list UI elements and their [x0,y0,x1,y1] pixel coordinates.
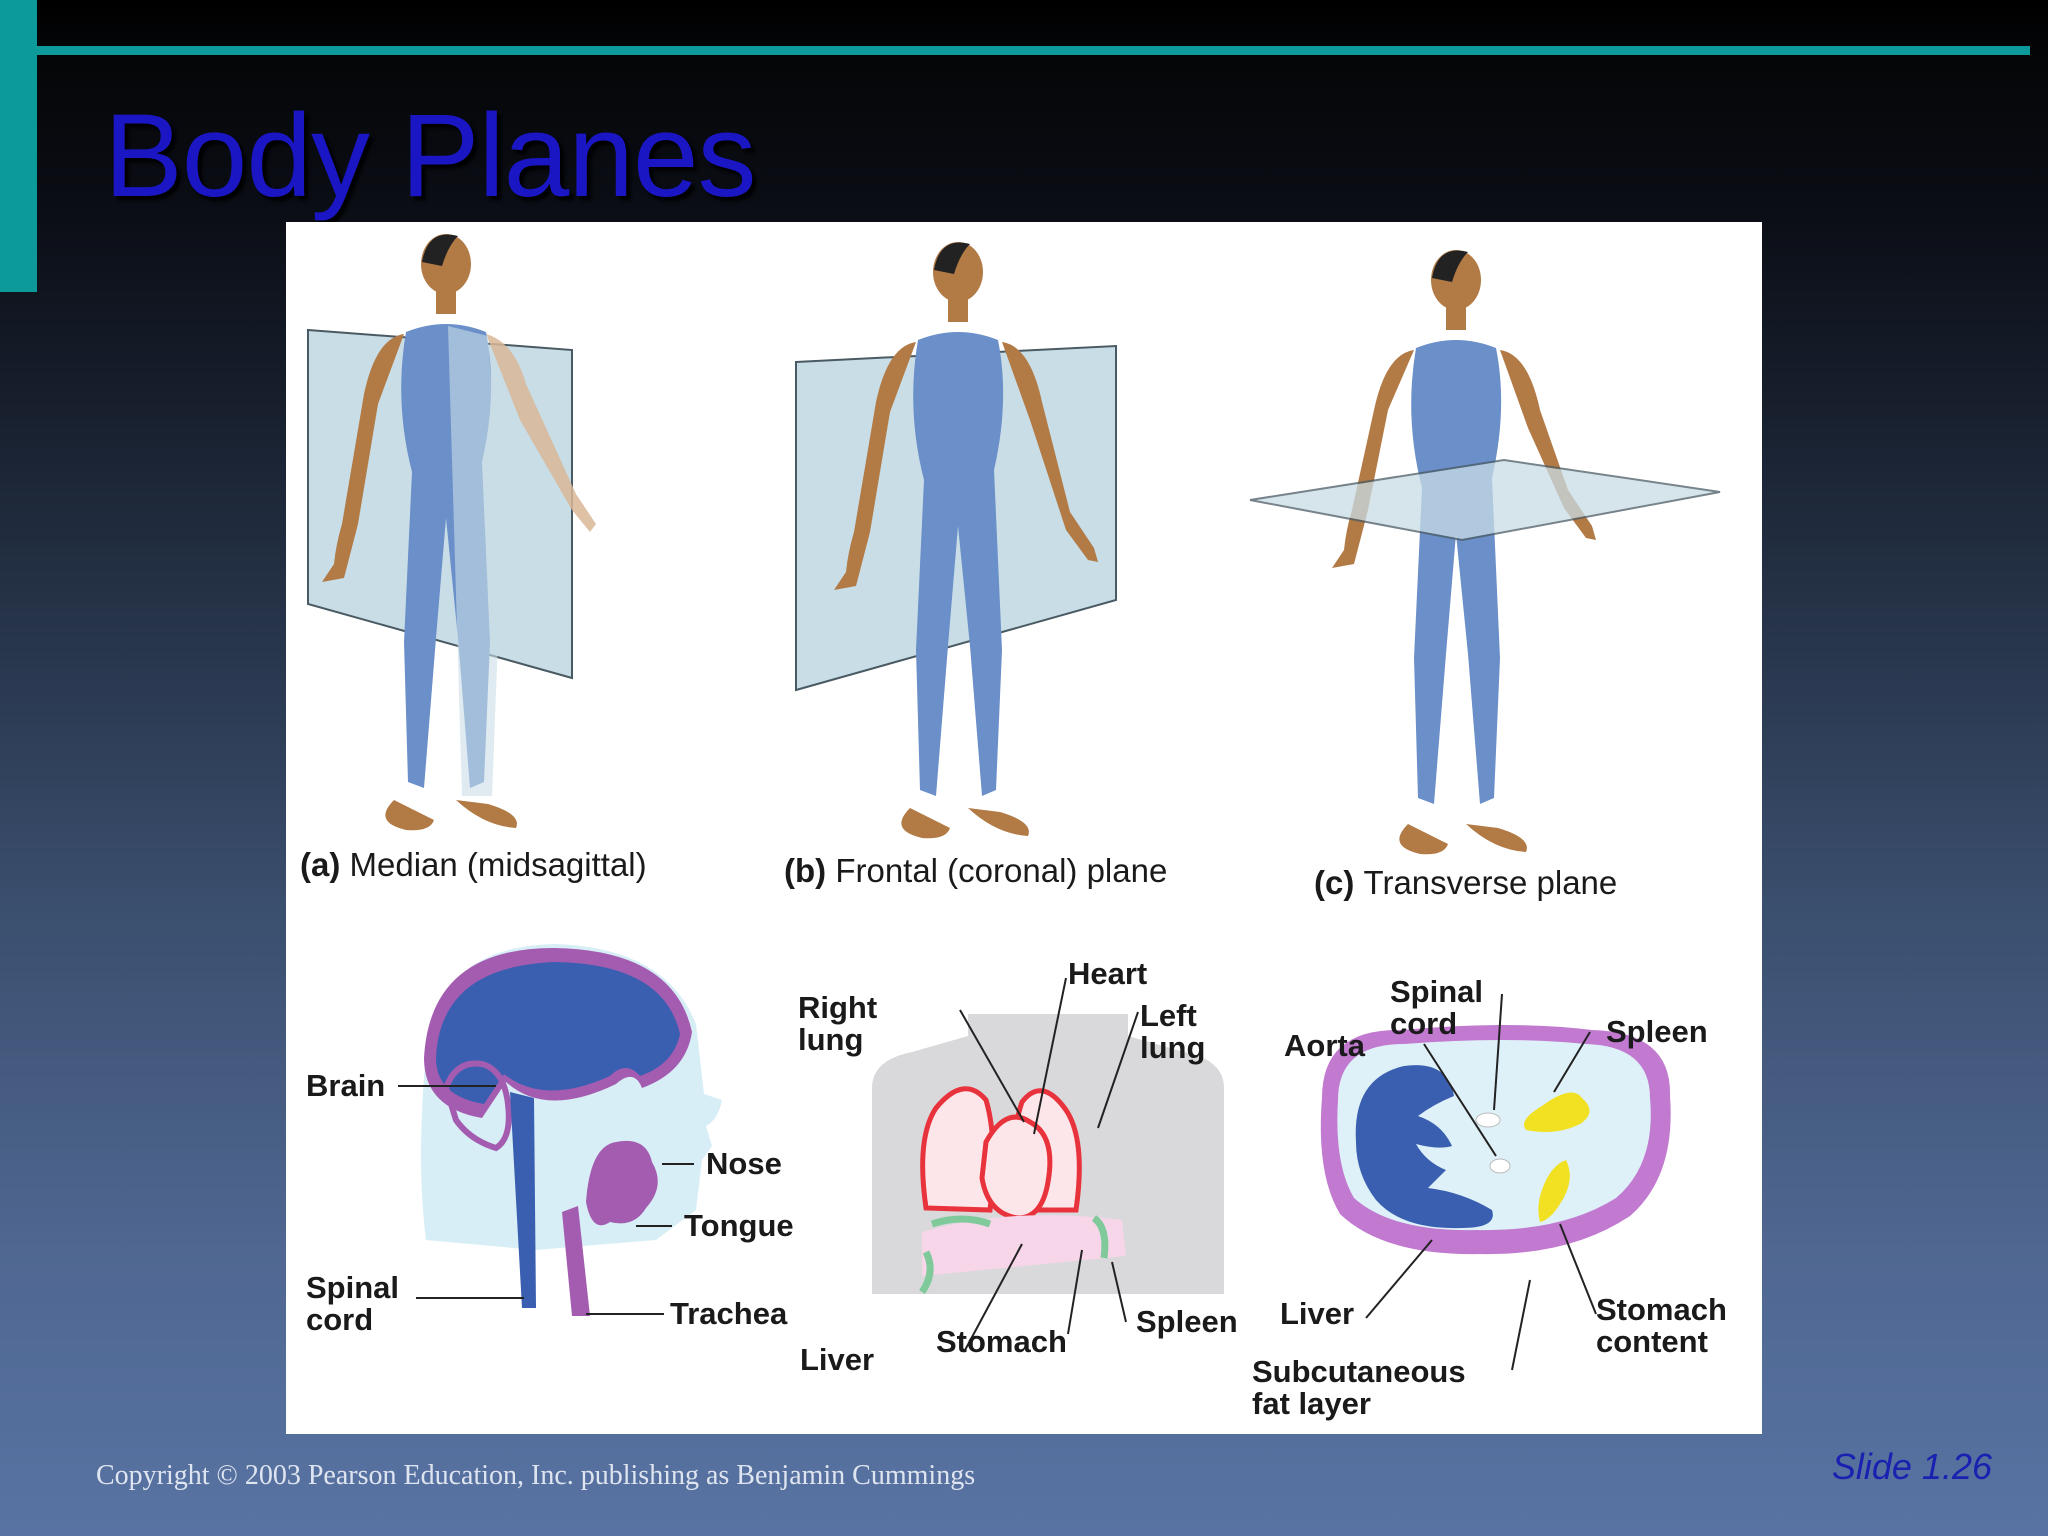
figure-canvas: (a) Median (midsagittal) (b) Frontal (co… [300,234,1727,1421]
slide-number: Slide 1.26 [1831,1446,1992,1487]
label-trachea: Trachea [670,1296,788,1331]
label-liver-abd: Liver [1280,1296,1354,1331]
figure-c-transverse [1249,250,1721,855]
thorax-section: Right lung Heart Left lung Liver Stomach… [798,956,1238,1377]
label-fat-2: fat layer [1252,1386,1371,1421]
label-spinal-cord-abd-2: cord [1390,1006,1457,1041]
label-stomach-content-1: Stomach [1596,1292,1727,1327]
top-rule [37,46,2030,55]
label-right-lung-2: lung [798,1022,863,1057]
trachea [562,1206,590,1316]
label-aorta: Aorta [1284,1028,1366,1063]
label-left-lung-1: Left [1140,998,1197,1033]
label-left-lung-2: lung [1140,1030,1205,1065]
heart [979,1114,1053,1221]
liver [922,1215,1126,1276]
head-section: Brain Nose Tongue Spinal cord Trachea [306,944,794,1337]
label-liver-thorax: Liver [800,1342,874,1377]
accent-bar [0,0,37,292]
spleen-organ [1524,1092,1590,1132]
label-nose: Nose [706,1146,782,1181]
stomach-content-organ [1538,1160,1570,1222]
label-stomach-content-2: content [1596,1324,1708,1359]
right-arm [486,334,596,532]
left-arm [322,334,404,582]
label-heart: Heart [1068,956,1147,991]
label-right-lung-1: Right [798,990,877,1025]
tongue [586,1140,658,1226]
spinal-cord [510,1092,536,1308]
ventricle [442,1060,512,1152]
abdomen-section: Spinal cord Aorta Spleen Liver Stomach c… [1252,974,1727,1421]
caption-a: (a) Median (midsagittal) [300,846,647,883]
label-spleen-abd: Spleen [1606,1014,1708,1049]
label-stomach: Stomach [936,1324,1067,1359]
label-spinal-cord-1: Spinal [306,1270,399,1305]
liver-organ [1355,1065,1493,1229]
slide-title: Body Planes [104,90,757,222]
spleen-tissue [919,1215,1109,1295]
label-brain: Brain [306,1068,385,1103]
label-fat-1: Subcutaneous [1252,1354,1466,1389]
aorta-dot [1489,1158,1511,1174]
label-spinal-cord-2: cord [306,1302,373,1337]
spinal-cord-dot [1475,1112,1501,1128]
label-tongue: Tongue [684,1208,794,1243]
figure-b-frontal [795,242,1117,839]
caption-c: (c) Transverse plane [1314,864,1617,901]
transverse-plane [1249,458,1721,542]
label-spleen-thorax: Spleen [1136,1304,1238,1339]
label-spinal-cord-abd-1: Spinal [1390,974,1483,1009]
copyright-footer: Copyright © 2003 Pearson Education, Inc.… [96,1460,976,1491]
brain [436,962,680,1104]
body-planes-figure: (a) Median (midsagittal) (b) Frontal (co… [286,222,1762,1434]
caption-b: (b) Frontal (coronal) plane [784,852,1167,889]
figure-a-median [307,234,596,831]
